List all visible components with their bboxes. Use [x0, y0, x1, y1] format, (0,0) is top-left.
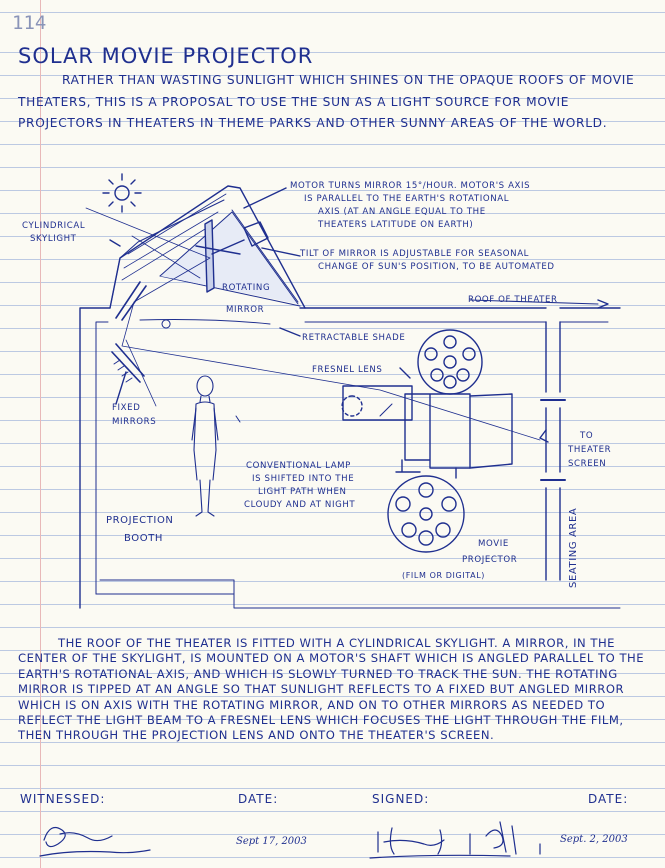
person-figure	[191, 375, 219, 517]
date-label-2: Date:	[588, 792, 629, 806]
tilt-note-line-1: Tilt of mirror is adjustable for seasona…	[299, 249, 529, 259]
upper-film-reel-icon	[417, 329, 483, 395]
rotating-mirror-label-line-1: Rotating	[222, 283, 270, 293]
fresnel-lens-label: Fresnel lens	[312, 365, 382, 375]
projection-booth-label-line-1: Projection	[106, 515, 174, 526]
roof-label: Roof of theater	[468, 295, 558, 305]
skylight-label-line-2: skylight	[30, 234, 77, 244]
retractable-shade-label: Retractable shade	[302, 333, 405, 343]
sun-icon	[102, 173, 142, 213]
projection-booth-label-line-2: booth	[124, 533, 163, 544]
tilt-note-line-2: change of sun's position, to be automate…	[318, 262, 555, 272]
page-number: 114	[12, 12, 47, 34]
skylight-label-line-1: Cylindrical	[22, 221, 85, 231]
fixed-mirrors-label-line-2: mirrors	[112, 417, 156, 427]
motor-note-line-1: Motor turns mirror 15°/hour. Motor's axi…	[290, 181, 530, 191]
projector-sketch: Motor turns mirror 15°/hour. Motor's axi…	[22, 173, 621, 609]
to-screen-label-line-1: To	[579, 431, 593, 441]
motor-note-line-4: theaters latitude on Earth)	[317, 220, 473, 230]
signed-date: Sept. 2, 2003	[560, 834, 628, 845]
to-screen-label-line-2: theater	[567, 445, 611, 455]
intro-paragraph: Rather than wasting sunlight which shine…	[18, 73, 635, 131]
motor-note-line-3: axis (at an angle equal to the	[318, 207, 486, 217]
date-label-1: Date:	[238, 792, 279, 806]
lamp-note-line-2: is shifted into the	[252, 474, 354, 484]
movie-projector-label-line-1: Movie	[478, 539, 509, 549]
to-screen-label-line-3: screen	[568, 459, 606, 469]
seating-area-label: Seating area	[568, 508, 579, 588]
lamp-note-line-4: cloudy and at night	[244, 500, 355, 510]
description-paragraph: The roof of the theater is fitted with a…	[18, 636, 645, 743]
witness-signature	[39, 827, 151, 857]
witnessed-label: Witnessed:	[20, 792, 106, 806]
movie-projector-label-line-3: (film or digital)	[402, 571, 485, 580]
witness-date: Sept 17, 2003	[236, 836, 307, 847]
lamp-note-line-1: Conventional lamp	[246, 461, 351, 471]
signed-label: Signed:	[372, 792, 430, 806]
movie-projector-label-line-2: projector	[462, 555, 517, 565]
rotating-mirror-label-line-2: mirror	[226, 305, 264, 315]
lamp-note-line-3: light path when	[258, 487, 347, 497]
motor-note-line-2: is parallel to the Earth's rotational	[304, 194, 509, 204]
fixed-mirrors-label-line-1: Fixed	[112, 403, 140, 413]
inventor-signature	[369, 821, 541, 859]
signatures	[39, 821, 541, 859]
margin-line	[40, 0, 41, 868]
lower-film-reel-icon	[387, 475, 465, 553]
page-title: Solar Movie Projector	[18, 44, 314, 68]
